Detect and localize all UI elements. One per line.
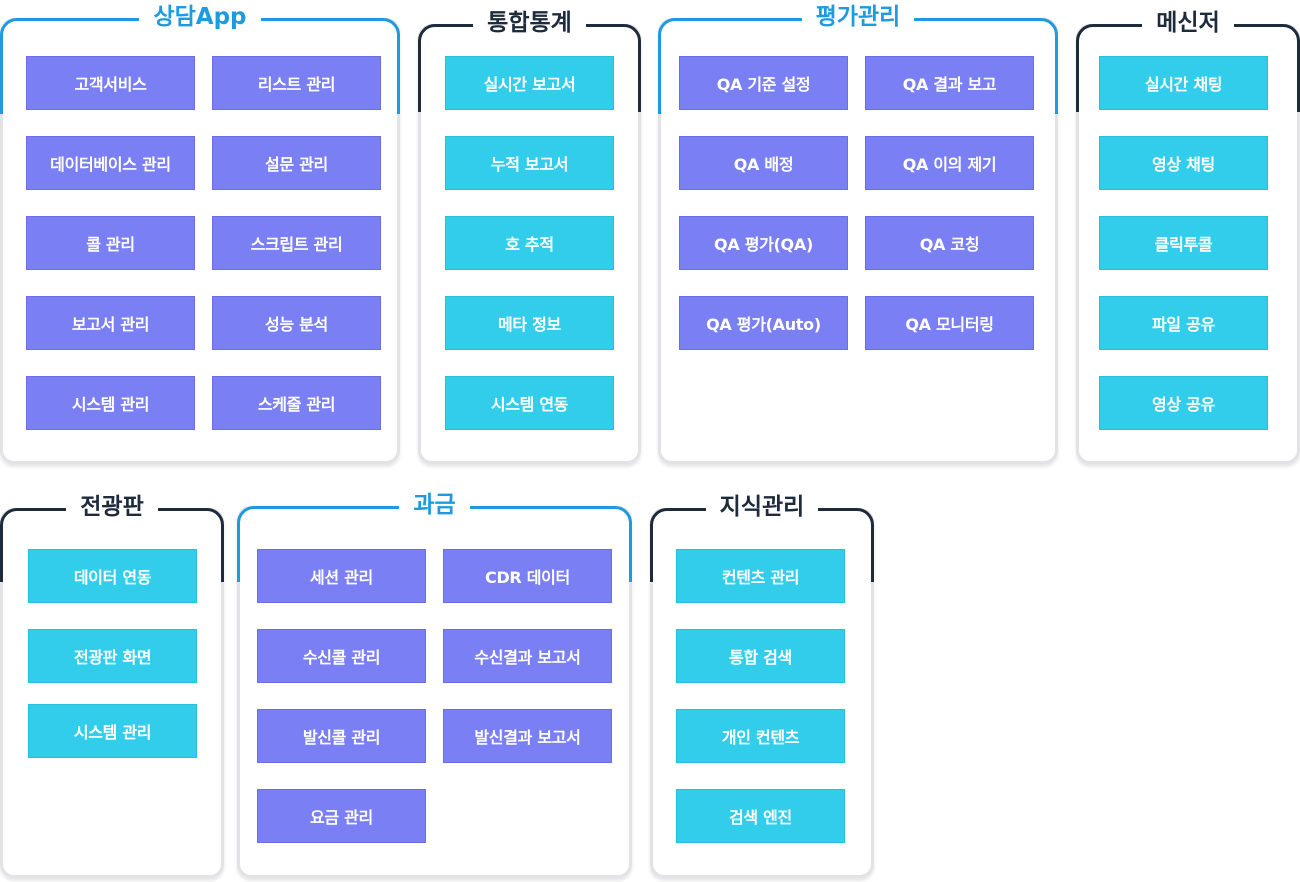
group-qa-management: 평가관리 QA 기준 설정 QA 결과 보고 QA 배정 QA 이의 제기 QA… bbox=[658, 4, 1058, 464]
qa-coaching-button[interactable]: QA 코칭 bbox=[865, 216, 1034, 270]
consult-script-management-button[interactable]: 스크립트 관리 bbox=[212, 216, 381, 270]
qa-criteria-setting-button[interactable]: QA 기준 설정 bbox=[679, 56, 848, 110]
group-billing: 과금 세션 관리 CDR 데이터 수신콜 관리 수신결과 보고서 발신콜 관리 … bbox=[237, 492, 632, 878]
group-display-board: 전광판 데이터 연동 전광판 화면 시스템 관리 bbox=[0, 494, 224, 878]
board-system-management-button[interactable]: 시스템 관리 bbox=[28, 704, 197, 758]
knowledge-integrated-search-button[interactable]: 통합 검색 bbox=[676, 629, 845, 683]
consult-report-management-button[interactable]: 보고서 관리 bbox=[26, 296, 195, 350]
billing-outbound-report-button[interactable]: 발신결과 보고서 bbox=[443, 709, 612, 763]
consult-database-management-button[interactable]: 데이터베이스 관리 bbox=[26, 136, 195, 190]
billing-outbound-call-button[interactable]: 발신콜 관리 bbox=[257, 709, 426, 763]
group-integrated-stats: 통합통계 실시간 보고서 누적 보고서 호 추적 메타 정보 시스템 연동 bbox=[418, 10, 641, 464]
group-messenger: 메신저 실시간 채팅 영상 채팅 클릭투콜 파일 공유 영상 공유 bbox=[1076, 10, 1300, 464]
stats-cumulative-report-button[interactable]: 누적 보고서 bbox=[445, 136, 614, 190]
consult-survey-management-button[interactable]: 설문 관리 bbox=[212, 136, 381, 190]
billing-inbound-report-button[interactable]: 수신결과 보고서 bbox=[443, 629, 612, 683]
group-knowledge: 지식관리 컨텐츠 관리 통합 검색 개인 컨텐츠 검색 엔진 bbox=[650, 494, 874, 878]
messenger-file-share-button[interactable]: 파일 공유 bbox=[1099, 296, 1268, 350]
qa-objection-button[interactable]: QA 이의 제기 bbox=[865, 136, 1034, 190]
billing-session-management-button[interactable]: 세션 관리 bbox=[257, 549, 426, 603]
messenger-click-to-call-button[interactable]: 클릭투콜 bbox=[1099, 216, 1268, 270]
consult-performance-analysis-button[interactable]: 성능 분석 bbox=[212, 296, 381, 350]
stats-system-integration-button[interactable]: 시스템 연동 bbox=[445, 376, 614, 430]
stats-meta-info-button[interactable]: 메타 정보 bbox=[445, 296, 614, 350]
messenger-realtime-chat-button[interactable]: 실시간 채팅 bbox=[1099, 56, 1268, 110]
group-consult-app: 상담App 고객서비스 리스트 관리 데이터베이스 관리 설문 관리 콜 관리 … bbox=[0, 4, 400, 464]
billing-inbound-call-button[interactable]: 수신콜 관리 bbox=[257, 629, 426, 683]
qa-result-report-button[interactable]: QA 결과 보고 bbox=[865, 56, 1034, 110]
messenger-video-chat-button[interactable]: 영상 채팅 bbox=[1099, 136, 1268, 190]
qa-evaluation-auto-button[interactable]: QA 평가(Auto) bbox=[679, 296, 848, 350]
board-screen-button[interactable]: 전광판 화면 bbox=[28, 629, 197, 683]
qa-evaluation-qa-button[interactable]: QA 평가(QA) bbox=[679, 216, 848, 270]
stats-call-tracking-button[interactable]: 호 추적 bbox=[445, 216, 614, 270]
knowledge-search-engine-button[interactable]: 검색 엔진 bbox=[676, 789, 845, 843]
consult-call-management-button[interactable]: 콜 관리 bbox=[26, 216, 195, 270]
knowledge-personal-content-button[interactable]: 개인 컨텐츠 bbox=[676, 709, 845, 763]
consult-schedule-management-button[interactable]: 스케줄 관리 bbox=[212, 376, 381, 430]
qa-monitoring-button[interactable]: QA 모니터링 bbox=[865, 296, 1034, 350]
knowledge-content-management-button[interactable]: 컨텐츠 관리 bbox=[676, 549, 845, 603]
qa-assignment-button[interactable]: QA 배정 bbox=[679, 136, 848, 190]
consult-system-management-button[interactable]: 시스템 관리 bbox=[26, 376, 195, 430]
board-data-integration-button[interactable]: 데이터 연동 bbox=[28, 549, 197, 603]
messenger-video-share-button[interactable]: 영상 공유 bbox=[1099, 376, 1268, 430]
billing-fee-management-button[interactable]: 요금 관리 bbox=[257, 789, 426, 843]
consult-list-management-button[interactable]: 리스트 관리 bbox=[212, 56, 381, 110]
stats-realtime-report-button[interactable]: 실시간 보고서 bbox=[445, 56, 614, 110]
consult-customer-service-button[interactable]: 고객서비스 bbox=[26, 56, 195, 110]
billing-cdr-data-button[interactable]: CDR 데이터 bbox=[443, 549, 612, 603]
